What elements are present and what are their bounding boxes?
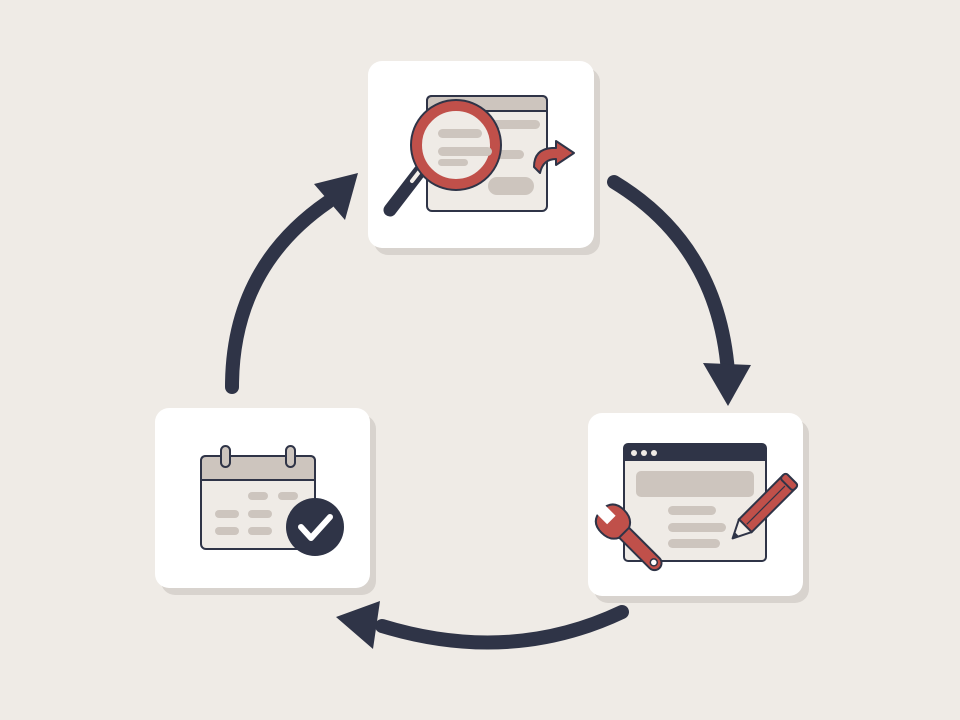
check-circle-icon <box>286 498 344 556</box>
arrow-head-down <box>703 363 751 406</box>
pencil-icon <box>731 472 799 540</box>
redirect-arrow-icon <box>533 140 575 174</box>
website-search-icon <box>383 95 575 217</box>
step-card-schedule <box>155 408 370 588</box>
arrow-head-left <box>336 601 380 649</box>
step-card-audit <box>368 61 594 248</box>
arrow-audit-to-build <box>607 175 735 379</box>
magnifier-lens <box>410 99 502 191</box>
calendar-icon <box>200 445 344 556</box>
browser-window-icon <box>594 443 799 572</box>
magnifier-handle <box>383 164 427 217</box>
arrow-build-to-schedule <box>375 605 629 650</box>
wrench-icon <box>594 502 663 572</box>
arrow-schedule-to-audit <box>225 195 335 394</box>
step-card-build <box>588 413 803 596</box>
arrow-head-up-right <box>314 173 358 220</box>
